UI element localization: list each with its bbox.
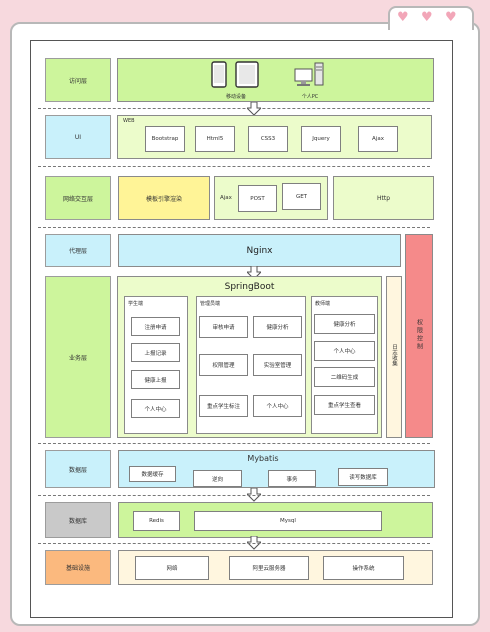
teacher-item: 重点学生查看 [314, 395, 375, 415]
springboot-title: SpringBoot [224, 282, 275, 292]
layer-divider [38, 166, 430, 167]
admin-item: 权限管理 [199, 354, 248, 376]
admin-item: 个人中心 [253, 395, 302, 417]
admin-item: 实验室管理 [253, 354, 302, 376]
teacher-item: 二维码生成 [314, 367, 375, 387]
admin-item: 审核申请 [199, 316, 248, 338]
student-panel-title: 学生端 [128, 301, 144, 307]
data-item: 数据缓存 [129, 466, 176, 482]
log-collection-label: 日志收集 [391, 344, 397, 366]
mysql-box: Mysql [194, 511, 382, 531]
nginx-box: Nginx [118, 234, 401, 267]
down-arrow-icon [247, 102, 261, 116]
down-arrow-icon [247, 488, 261, 502]
ui-layer-label: UI [45, 115, 111, 159]
template-engine-box: 模板引擎渲染 [118, 176, 210, 220]
layer-divider [38, 227, 430, 228]
pc-label: 个人PC [301, 93, 319, 100]
infra-item: 阿里云服务器 [229, 556, 309, 580]
data-item: 读写数据库 [338, 468, 388, 486]
teacher-item: 健康分析 [314, 314, 375, 334]
student-item: 个人中心 [131, 399, 180, 418]
access-layer-label: 访问层 [45, 58, 111, 102]
architecture-diagram [30, 40, 453, 618]
ajax-label: Ajax [220, 195, 232, 201]
http-box: Http [333, 176, 434, 220]
layer-divider [38, 543, 430, 544]
infra-item: 网络 [135, 556, 209, 580]
post-method: POST [238, 185, 277, 212]
data-layer-label: 数据层 [45, 450, 111, 488]
log-collection-box [386, 276, 402, 438]
admin-item: 健康分析 [253, 316, 302, 338]
teacher-panel-title: 教师端 [315, 301, 331, 307]
down-arrow-icon [247, 266, 261, 280]
business-layer-label: 业务层 [45, 276, 111, 438]
mobile-device-icon [211, 61, 259, 88]
ui-item: Html5 [195, 126, 235, 152]
permission-control-label: 权限控制 [415, 319, 423, 351]
redis-box: Redis [133, 511, 180, 531]
access-layer [117, 58, 434, 102]
layer-divider [38, 108, 430, 109]
admin-item: 重点学生标注 [199, 395, 248, 417]
get-method: GET [282, 183, 321, 210]
student-item: 注册申请 [131, 317, 180, 336]
permission-control-box [405, 234, 433, 438]
down-arrow-icon [247, 536, 261, 550]
pc-icon [294, 62, 324, 86]
mybatis-title: Mybatis [247, 453, 279, 463]
database-layer-label: 数据库 [45, 502, 111, 538]
ui-item: Jquery [301, 126, 341, 152]
student-item: 上报记录 [131, 343, 180, 362]
teacher-item: 个人中心 [314, 341, 375, 361]
ui-item: CSS3 [248, 126, 288, 152]
admin-panel-title: 管理员端 [200, 301, 221, 307]
web-label: WEB [123, 118, 135, 124]
proxy-layer-label: 代理层 [45, 234, 111, 267]
heart-icon: ♥ [397, 10, 409, 25]
data-item: 逆向 [193, 470, 242, 487]
window-tab [388, 6, 474, 30]
heart-icon: ♥ [421, 10, 433, 25]
student-item: 健康上报 [131, 370, 180, 389]
layer-divider [38, 443, 430, 444]
infra-item: 操作系统 [323, 556, 404, 580]
ui-item: Bootstrap [145, 126, 185, 152]
infrastructure-layer-label: 基础设施 [45, 550, 111, 585]
layer-divider [38, 495, 430, 496]
heart-icon: ♥ [445, 10, 457, 25]
ui-item: Ajax [358, 126, 398, 152]
data-item: 事务 [268, 470, 316, 487]
mobile-device-label: 移动设备 [225, 93, 246, 100]
network-layer-label: 网络交互层 [45, 176, 111, 220]
